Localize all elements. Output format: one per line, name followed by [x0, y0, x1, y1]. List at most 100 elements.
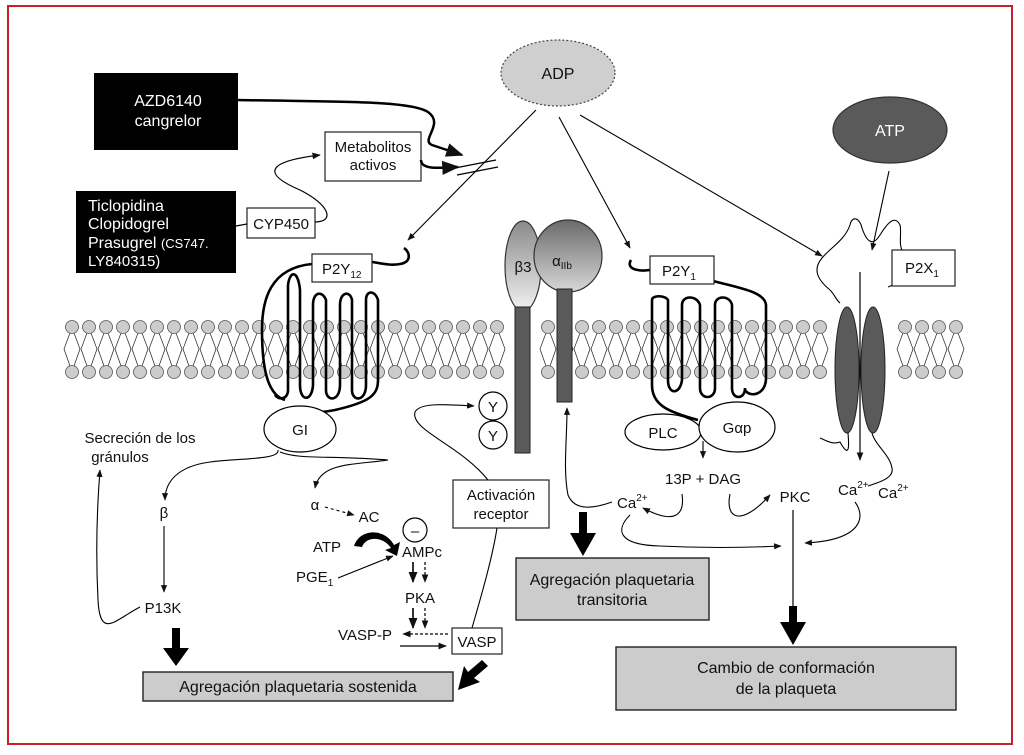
lipid-tail — [430, 348, 438, 367]
lipid-head — [592, 320, 606, 334]
lipid-tail — [454, 332, 462, 350]
lipid-tail — [658, 348, 666, 367]
lipid-head — [218, 365, 232, 379]
alpha-to-ac-arrow — [324, 506, 355, 517]
minus-label: – — [411, 523, 420, 540]
lipid-tail — [600, 348, 608, 367]
lipid-head — [949, 365, 963, 379]
lipid-head — [252, 320, 266, 334]
lipid-tail — [379, 348, 387, 367]
lipid-tail — [80, 332, 88, 350]
p2y1-receptor: P2Y1 — [628, 255, 768, 422]
lipid-head — [116, 320, 130, 334]
lipid-tail — [124, 332, 132, 350]
lipid-tail — [141, 332, 149, 350]
p2y12-receptor: P2Y12 — [260, 246, 411, 414]
lipid-head — [592, 365, 606, 379]
block-symbol-icon — [454, 159, 499, 176]
lipid-tail — [192, 332, 200, 350]
p2x1-channel: P2X1 — [816, 218, 956, 487]
lipid-tail — [464, 348, 472, 367]
plc-label: PLC — [648, 425, 677, 442]
lipid-tail — [396, 332, 404, 350]
lipid-head — [405, 365, 419, 379]
lipid-tail — [80, 348, 88, 367]
gi-to-beta-arrow — [161, 449, 279, 501]
lipid-tail — [794, 332, 802, 350]
lipid-head — [490, 365, 504, 379]
integrin-aiib-b3: β3 αIIb Y Y — [478, 219, 603, 454]
lipid-tail — [243, 332, 251, 350]
figure-frame — [7, 5, 1013, 745]
lipid-tail — [386, 348, 394, 367]
lipid-head — [762, 365, 776, 379]
lipid-head — [82, 320, 96, 334]
lipid-tail — [590, 348, 598, 367]
lipid-tail — [352, 332, 360, 350]
atp-to-p2x1-arrow — [870, 170, 890, 251]
drug-cangrelor: cangrelor — [135, 113, 202, 130]
lipid-tail — [794, 348, 802, 367]
lipid-tail — [369, 348, 377, 367]
lipid-tail — [233, 332, 241, 350]
drug-code: LY840315) — [88, 253, 160, 270]
lipid-tail — [923, 348, 931, 367]
lipid-tail — [719, 348, 727, 367]
lipid-tail — [821, 348, 829, 367]
secrecion-label: Secreción de los — [85, 430, 196, 447]
lipid-head — [388, 365, 402, 379]
lipid-tail — [583, 332, 591, 350]
lipid-head — [609, 320, 623, 334]
lipid-head — [354, 320, 368, 334]
gi-label: GI — [292, 422, 308, 439]
ac-label: AC — [359, 509, 380, 526]
adp-ligand: ADP — [500, 39, 616, 107]
pka-label: PKA — [405, 590, 435, 607]
lipid-tail — [131, 348, 139, 367]
lipid-tail — [141, 348, 149, 367]
lipid-head — [456, 365, 470, 379]
lipid-tail — [923, 332, 931, 350]
lipid-head — [184, 365, 198, 379]
agregacion-sostenida-box: Agregación plaquetaria sostenida — [142, 671, 454, 702]
lipid-tail — [328, 332, 336, 350]
lipid-tail — [957, 348, 965, 367]
plc-protein: PLC — [624, 413, 702, 451]
lipid-head — [269, 365, 283, 379]
ca-to-conformacion-arrow — [621, 514, 782, 550]
vasp-to-sostenida-arrow — [458, 660, 488, 690]
p13k-to-secrecion-arrow — [96, 469, 141, 625]
gap-label: Gαp — [723, 420, 752, 437]
lipid-tail — [420, 348, 428, 367]
lipid-tail — [158, 332, 166, 350]
lipid-tail — [148, 332, 156, 350]
lipid-tail — [420, 332, 428, 350]
lipid-tail — [454, 348, 462, 367]
lipid-tail — [607, 348, 615, 367]
lipid-tail — [413, 332, 421, 350]
lipid-tail — [73, 332, 81, 350]
lipid-tail — [481, 332, 489, 350]
adp-to-p2y12-arrow — [407, 109, 537, 241]
lipid-tail — [73, 348, 81, 367]
thienopyridines-box: Ticlopidina Clopidogrel Prasugrel (CS747… — [76, 191, 236, 273]
lipid-tail — [787, 332, 795, 350]
lipid-tail — [318, 348, 326, 367]
tyrosine-1 — [478, 391, 508, 421]
lipid-tail — [692, 332, 700, 350]
lipid-head — [473, 320, 487, 334]
lipid-tail — [199, 348, 207, 367]
lipid-tail — [488, 332, 496, 350]
lipid-tail — [634, 348, 642, 367]
dag-to-pkc-arrow — [728, 493, 771, 517]
lipid-tail — [192, 348, 200, 367]
lipid-head — [915, 320, 929, 334]
lipid-tail — [175, 332, 183, 350]
adp-label: ADP — [542, 66, 575, 83]
lipid-tail — [481, 348, 489, 367]
ip3-dag-label: 13P + DAG — [665, 471, 741, 488]
lipid-head — [99, 365, 113, 379]
lipid-tail — [63, 348, 71, 367]
gi-protein: GI — [263, 405, 337, 453]
activacion-label: Activación — [467, 487, 535, 504]
